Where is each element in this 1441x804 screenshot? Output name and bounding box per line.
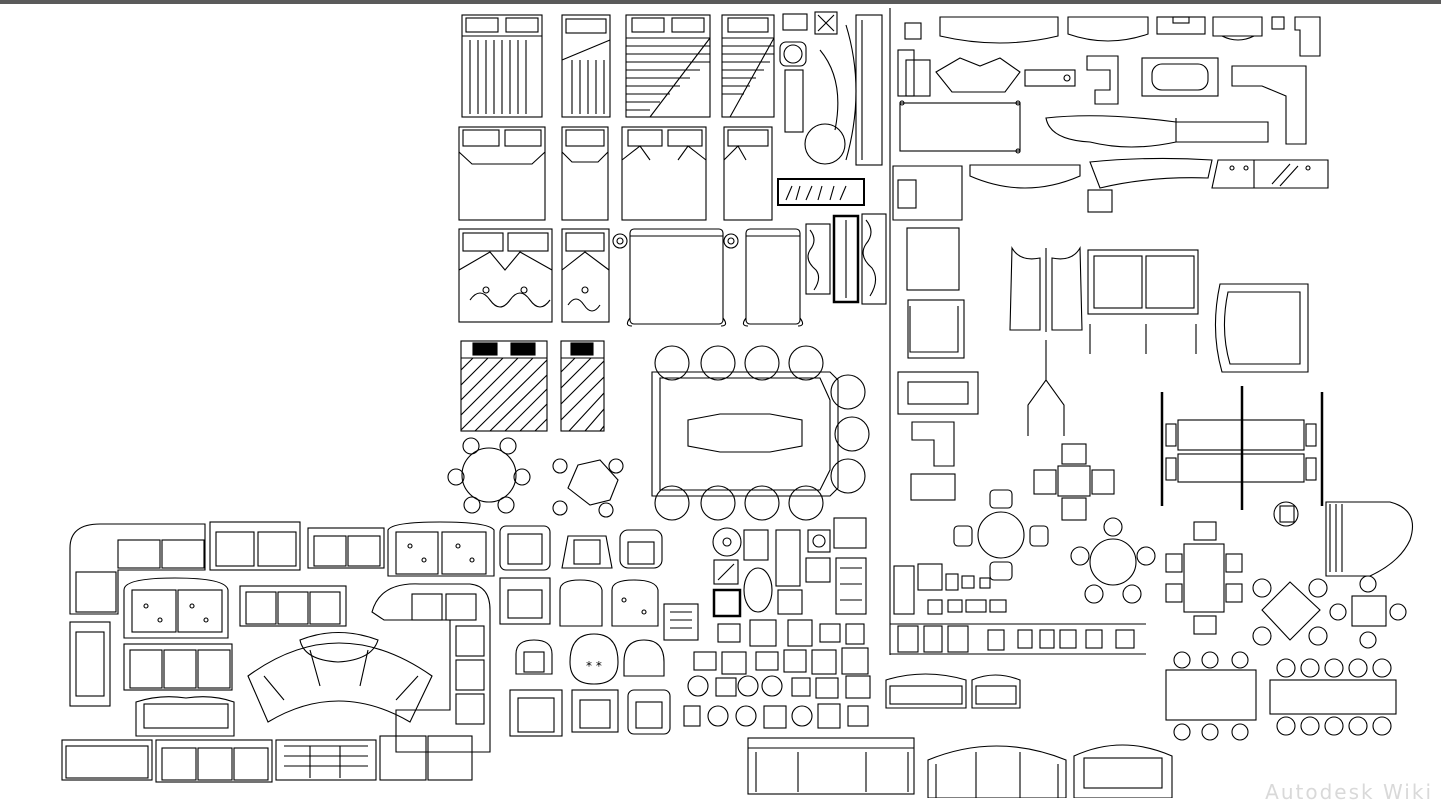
- sofa-two-seat-plain: [307, 527, 385, 569]
- dining-round-five-ornate: [1070, 517, 1156, 604]
- sofa-vertical: [69, 621, 111, 707]
- armchair-row-4: [509, 689, 671, 737]
- booth-seating: [1009, 246, 1309, 436]
- bed-sleigh-double: [612, 228, 739, 327]
- banquet-tables: [1165, 651, 1397, 741]
- armchair-row-1: [499, 525, 663, 571]
- executive-desks: [897, 49, 1307, 154]
- bed-single-plain-2: [723, 126, 773, 221]
- chairs-grid: [683, 619, 871, 729]
- curved-reception-desk: [969, 115, 1329, 213]
- sofa-two-seat-cushioned: [209, 521, 301, 571]
- watermark-text: Autodesk Wiki: [1265, 780, 1433, 804]
- sofa-curved-arc: [247, 631, 433, 723]
- dining-round-four: [953, 489, 1049, 581]
- bed-double-hatched: [625, 14, 711, 118]
- sofa-three-seat-plain: [239, 585, 347, 627]
- bed-double-plain-2: [621, 126, 707, 221]
- armchair-row-2: [499, 577, 699, 641]
- desk-row-top: [904, 16, 1321, 57]
- sofa-long-bottom-row: [61, 735, 473, 783]
- bed-diagonal-hatched-double: [460, 340, 548, 432]
- workstation-cluster: [1160, 386, 1324, 510]
- sectional-corner-sofa: [69, 523, 206, 615]
- sofas-group: [61, 521, 495, 783]
- sofa-tufted: [387, 521, 495, 577]
- sectional-curved-corner: [371, 583, 491, 753]
- conference-table-twelve-chairs: [651, 345, 870, 521]
- bed-double-striped: [461, 14, 543, 118]
- dining-square-four-cross: [1033, 443, 1115, 521]
- top-border-bar: [0, 0, 1441, 4]
- sofa-arched-right: [885, 673, 1021, 709]
- dining-rect-six: [1165, 521, 1243, 635]
- bed-single-hatched: [721, 14, 775, 118]
- wood-grain-panels: [805, 213, 887, 305]
- bed-sleigh-single: [742, 228, 804, 327]
- round-table-five-chairs: [447, 437, 531, 514]
- diamond-table-chairs: [1252, 575, 1407, 649]
- chairs-group: * *: [499, 517, 1173, 798]
- beds-group: [458, 11, 887, 432]
- bed-single-striped: [561, 14, 611, 118]
- svg-text:* *: * *: [586, 659, 602, 673]
- bed-ornate-single: [561, 228, 610, 323]
- bed-ornate-double: [458, 228, 553, 323]
- dining-group: [447, 345, 870, 521]
- desk-l-shape: [892, 165, 979, 501]
- sofa-three-seat-large: [123, 643, 233, 691]
- armchair-row-3: * *: [515, 633, 665, 685]
- bed-diagonal-hatched-single: [560, 340, 605, 432]
- bed-double-plain: [458, 126, 546, 221]
- bed-single-plain: [561, 126, 609, 221]
- loveseat-tufted: [123, 577, 229, 639]
- accent-tables: [712, 517, 867, 618]
- nightstand-chair-set: [779, 11, 883, 166]
- grand-piano: [1273, 501, 1414, 577]
- office-group: [885, 16, 1414, 741]
- small-office-fixtures: [890, 563, 1146, 655]
- sideboards-bottom: [747, 737, 1173, 798]
- sofa-chesterfield: [135, 696, 235, 737]
- square-table-diagonal-chairs: [552, 458, 624, 518]
- dresser: [777, 178, 865, 206]
